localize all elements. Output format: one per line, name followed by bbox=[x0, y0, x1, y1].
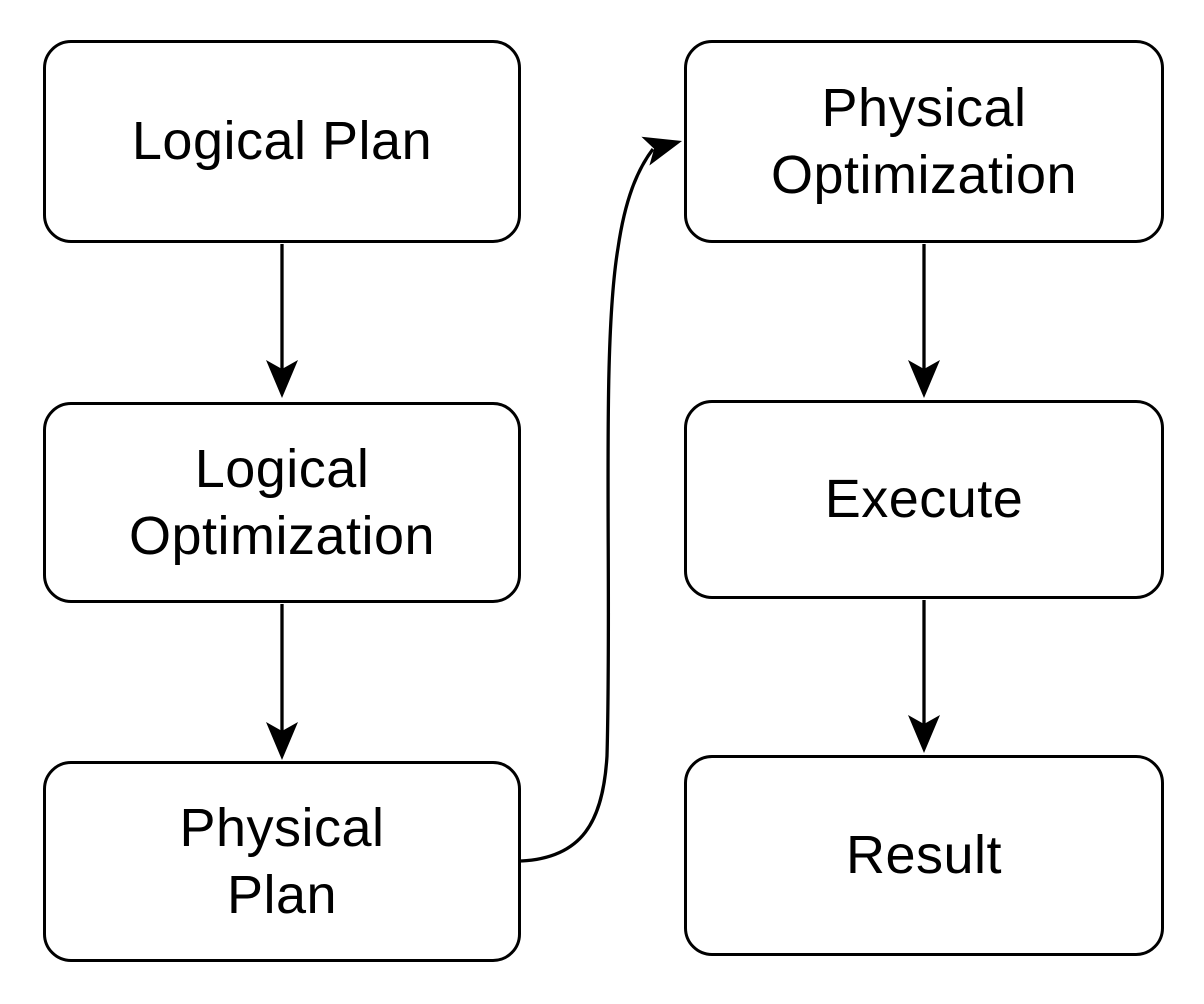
node-execute: Execute bbox=[684, 400, 1164, 599]
node-label: Execute bbox=[824, 469, 1024, 530]
node-logical-plan: Logical Plan bbox=[43, 40, 521, 243]
edge-curve bbox=[520, 148, 655, 863]
edge-physical-optimization-to-execute bbox=[908, 244, 940, 398]
edge-logical-optimization-to-physical-plan bbox=[266, 604, 298, 760]
arrowhead-down-icon bbox=[266, 360, 298, 398]
node-label: Logical Optimization bbox=[128, 438, 436, 566]
arrowhead-right-icon bbox=[641, 136, 682, 166]
node-label: Physical Plan bbox=[179, 797, 385, 925]
arrowhead-down-icon bbox=[266, 722, 298, 760]
node-physical-optimization: Physical Optimization bbox=[684, 40, 1164, 243]
edge-execute-to-result bbox=[908, 600, 940, 753]
arrowhead-down-icon bbox=[908, 360, 940, 398]
edge-logical-plan-to-logical-optimization bbox=[266, 244, 298, 398]
node-logical-optimization: Logical Optimization bbox=[43, 402, 521, 603]
node-label: Result bbox=[845, 825, 1003, 886]
arrowhead-down-icon bbox=[908, 715, 940, 753]
node-physical-plan: Physical Plan bbox=[43, 761, 521, 962]
node-label: Logical Plan bbox=[131, 111, 433, 172]
edge-physical-plan-to-physical-optimization bbox=[520, 136, 682, 863]
node-result: Result bbox=[684, 755, 1164, 956]
node-label: Physical Optimization bbox=[770, 77, 1078, 205]
